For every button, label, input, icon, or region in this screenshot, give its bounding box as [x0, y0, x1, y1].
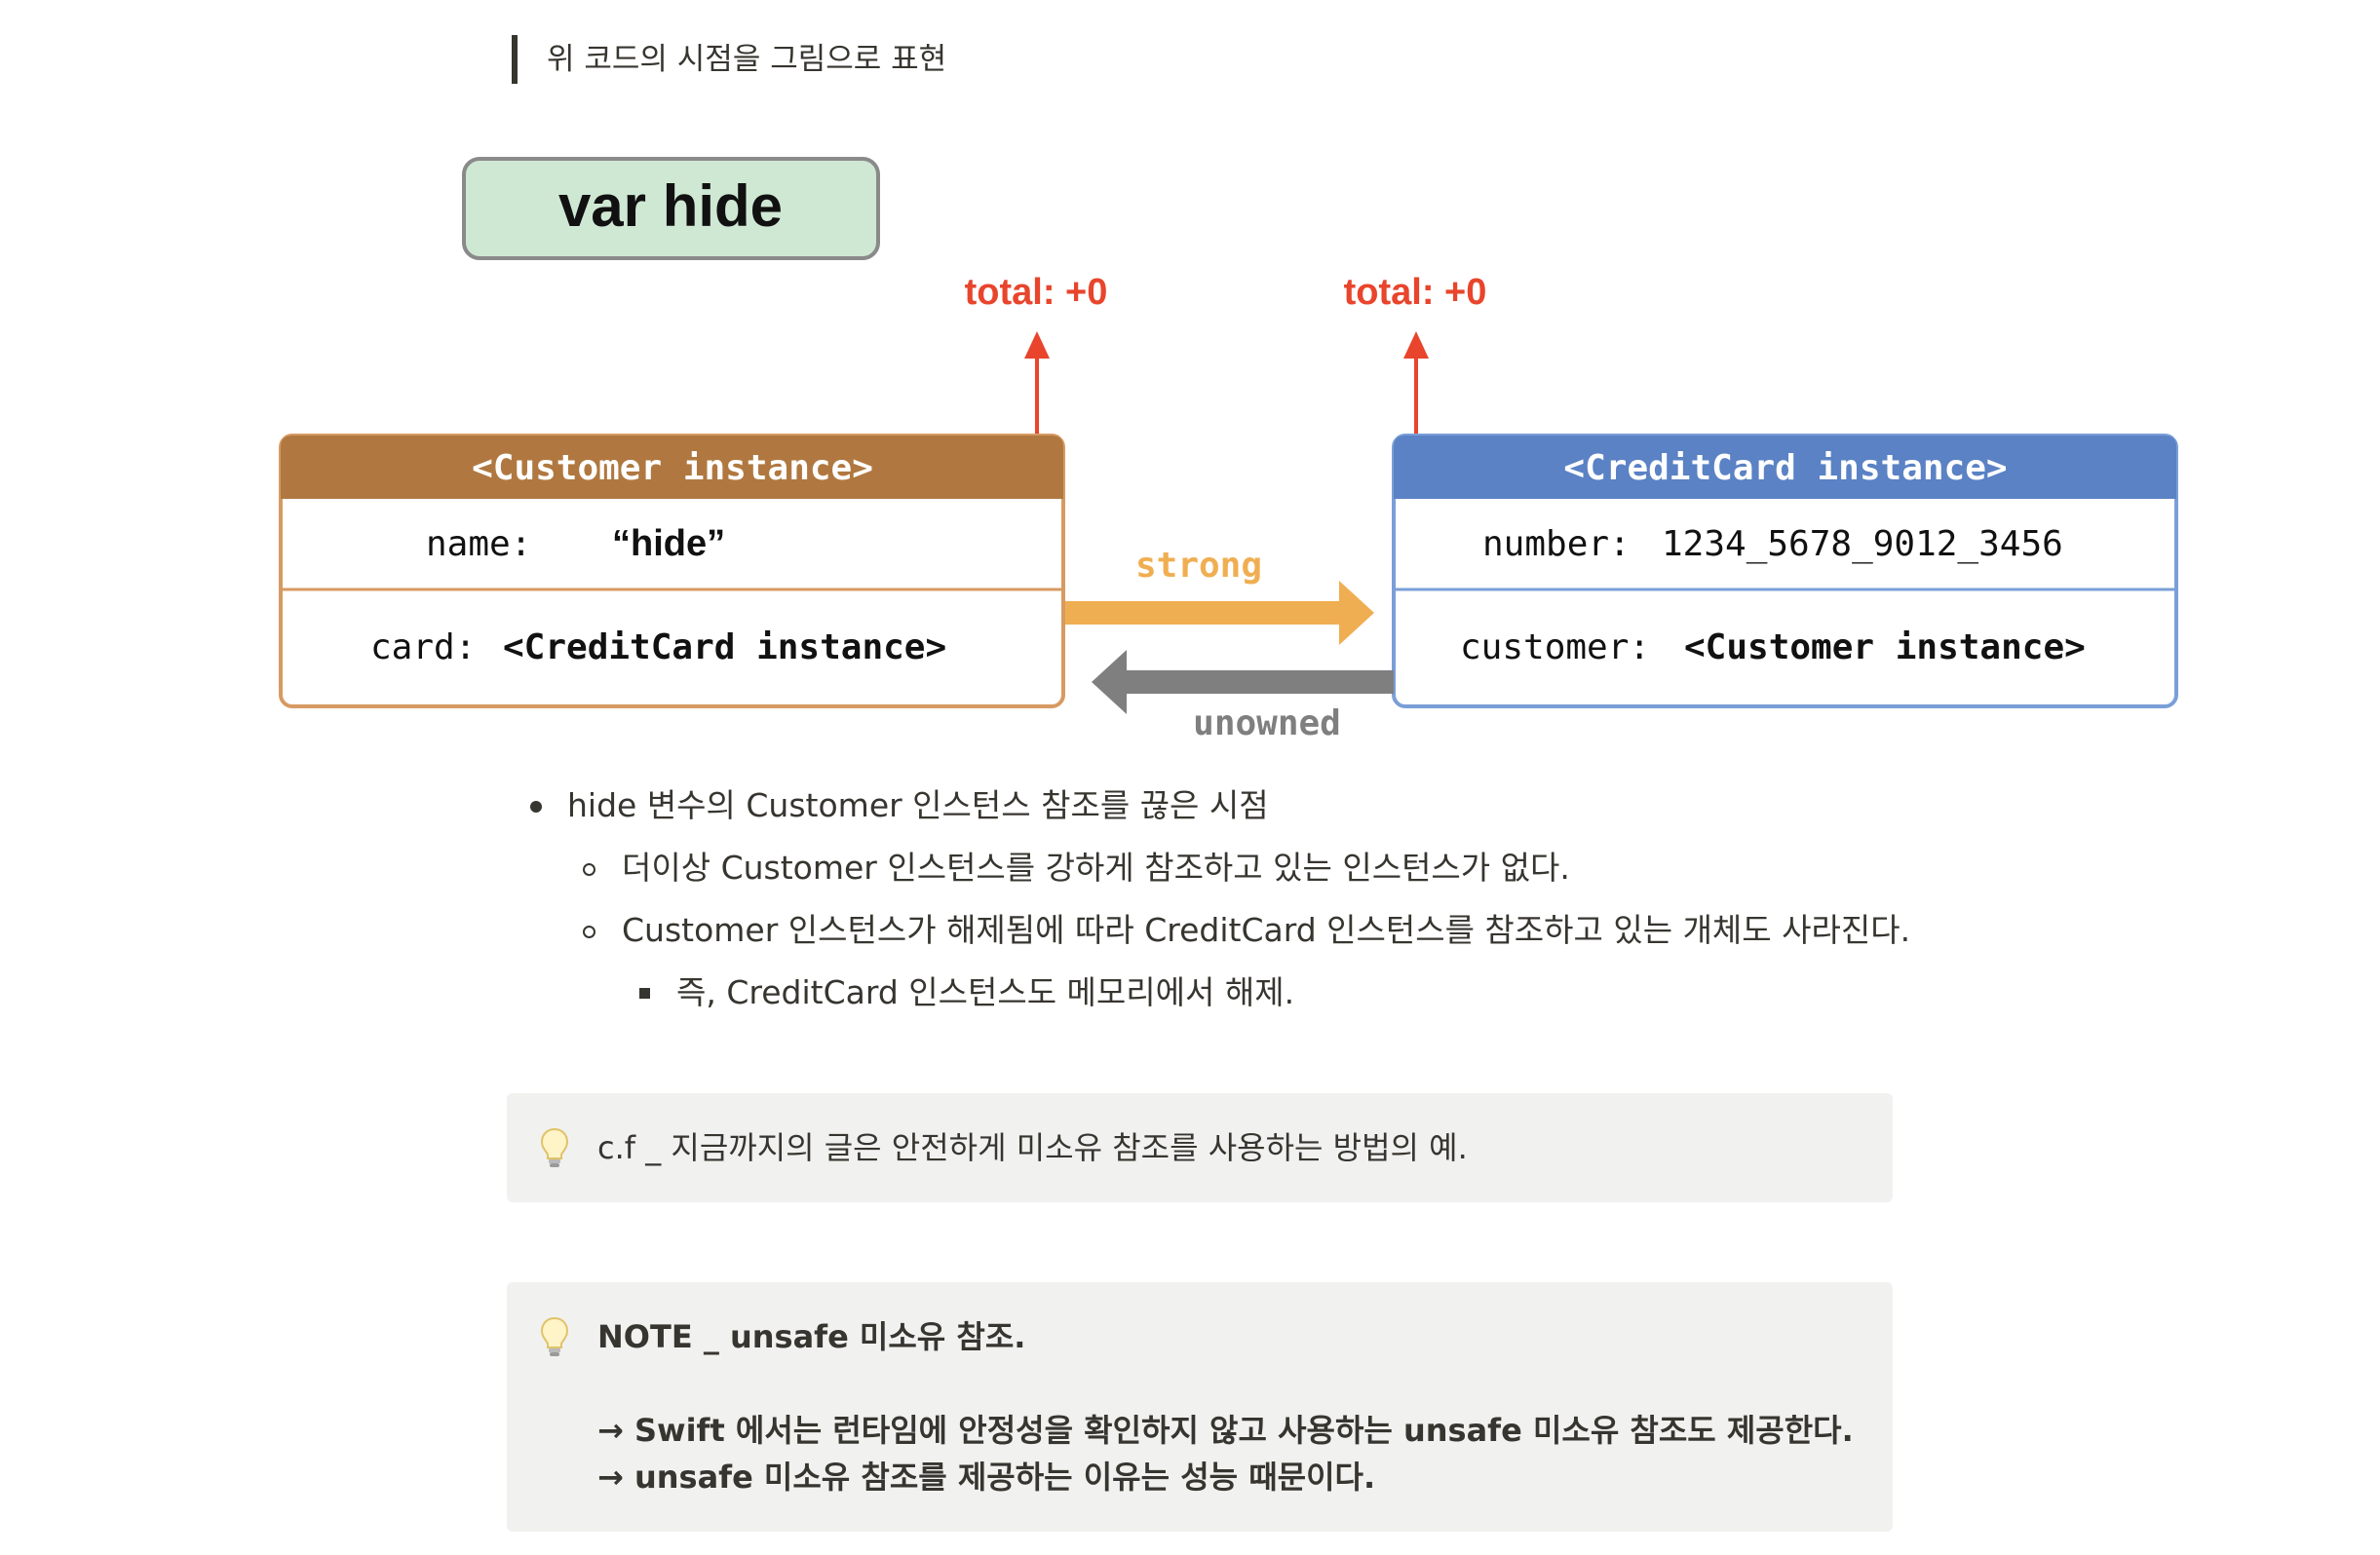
callout-note: NOTE _ unsafe 미소유 참조. → Swift 에서는 런타임에 안…	[507, 1282, 1893, 1532]
customer-name-key: name:	[426, 524, 531, 564]
list-item: Customer 인스턴스가 해제됨에 따라 CreditCard 인스턴스를 …	[622, 911, 1911, 949]
total-right-label: total: +0	[1344, 272, 1487, 313]
creditcard-customer-value: <Customer instance>	[1684, 627, 2086, 667]
total-left-label: total: +0	[965, 272, 1108, 313]
strong-arrow: strong	[1065, 546, 1374, 645]
callout-cf-text: c.f _ 지금까지의 글은 안전하게 미소유 참조를 사용하는 방법의 예.	[597, 1129, 1468, 1166]
creditcard-number-value: 1234_5678_9012_3456	[1662, 524, 2063, 564]
callout-note-title: NOTE _ unsafe 미소유 참조.	[597, 1318, 1026, 1355]
bullet-square	[639, 988, 650, 999]
customer-name-value: “hide”	[612, 523, 725, 564]
lightbulb-icon	[540, 1127, 569, 1167]
list-item: 더이상 Customer 인스턴스를 강하게 참조하고 있는 인스턴스가 없다.	[622, 849, 1570, 887]
quote-text: 위 코드의 시점을 그림으로 표현	[547, 42, 947, 77]
reference-diagram: var hide total: +0 total: +0 <Customer i…	[279, 157, 2178, 743]
creditcard-customer-key: customer:	[1460, 627, 1650, 667]
customer-card-key: card:	[370, 627, 476, 667]
creditcard-instance-box: <CreditCard instance> number: 1234_5678_…	[1392, 434, 2178, 708]
callout-cf: c.f _ 지금까지의 글은 안전하게 미소유 참조를 사용하는 방법의 예.	[507, 1093, 1893, 1202]
strong-label: strong	[1135, 546, 1262, 586]
unowned-arrow: unowned	[1092, 650, 1394, 743]
lightbulb-icon	[540, 1316, 569, 1356]
creditcard-header: <CreditCard instance>	[1563, 448, 2007, 488]
list-item: hide 변수의 Customer 인스턴스 참조를 끊은 시점	[567, 786, 1269, 824]
customer-header: <Customer instance>	[472, 448, 873, 488]
bullet-circle	[583, 926, 595, 938]
creditcard-number-key: number:	[1482, 524, 1631, 564]
callout-note-line-2: → unsafe 미소유 참조를 제공하는 이유는 성능 때문이다.	[597, 1459, 1376, 1496]
callout-note-line-1: → Swift 에서는 런타임에 안정성을 확인하지 않고 사용하는 unsaf…	[597, 1412, 1854, 1449]
bullet-disc	[530, 801, 542, 813]
unowned-label: unowned	[1193, 703, 1341, 743]
bullet-circle	[583, 863, 595, 876]
customer-card-value: <CreditCard instance>	[503, 627, 946, 667]
customer-instance-box: <Customer instance> name: “hide” card: <…	[279, 434, 1065, 708]
var-hide-box: var hide	[462, 157, 880, 260]
var-hide-label: var hide	[558, 173, 783, 239]
quote-block: 위 코드의 시점을 그림으로 표현	[512, 35, 946, 84]
list-item: 즉, CreditCard 인스턴스도 메모리에서 해제.	[676, 973, 1295, 1011]
